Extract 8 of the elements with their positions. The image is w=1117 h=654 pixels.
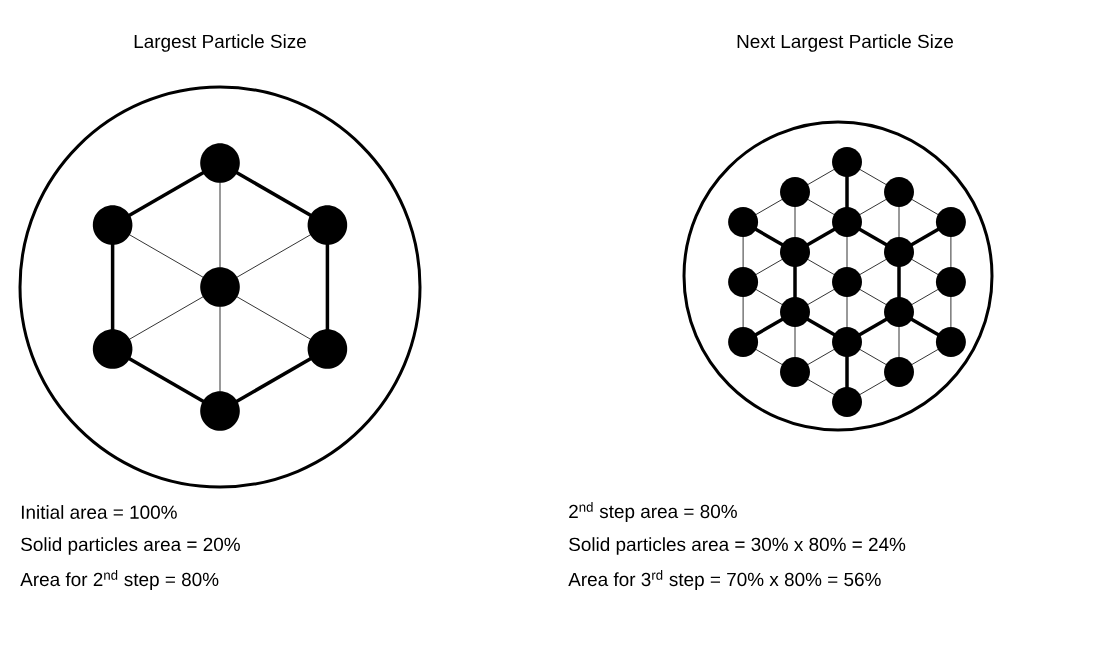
heading: Next Largest Particle Size — [737, 34, 953, 52]
heading: Largest Particle Size — [134, 34, 306, 52]
area-note: Solid particles area = 20% — [21, 537, 240, 555]
area-note: Area for 3$^{rd}$ step = 70% x 80% = 56% — [568, 570, 881, 590]
area-note: Initial area = 100% — [21, 505, 177, 519]
area-note: 2$^{nd}$ step area = 80% — [569, 502, 737, 522]
area-note: Area for 2$^{nd}$ step = 80% — [20, 570, 219, 590]
area-note: Solid particles area = 30% x 80% = 24% — [569, 537, 906, 555]
